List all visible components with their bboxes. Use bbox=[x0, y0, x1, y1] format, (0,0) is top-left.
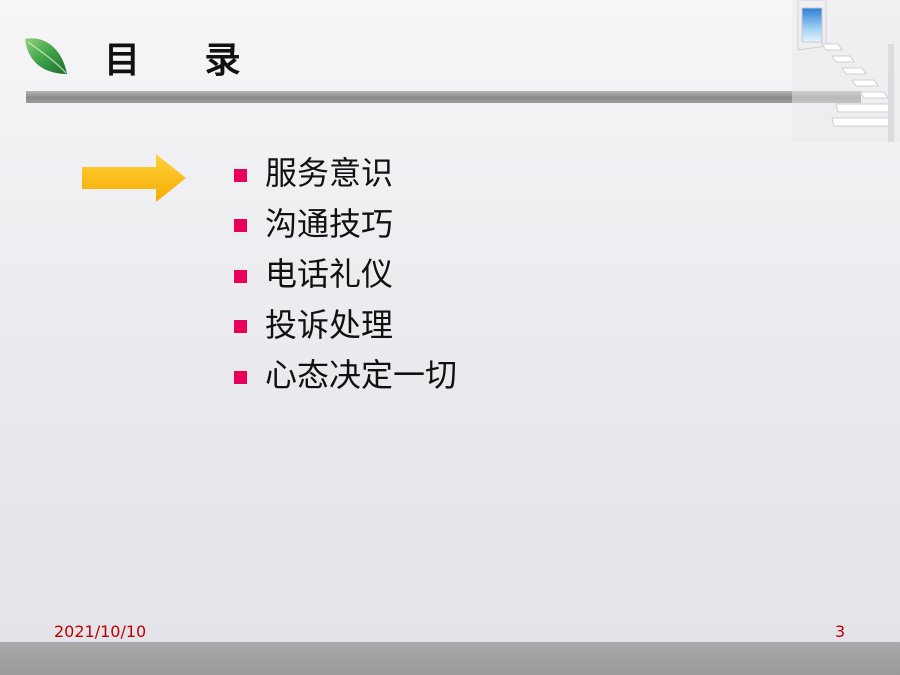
list-item: 投诉处理 bbox=[234, 300, 457, 351]
bullet-square-icon bbox=[234, 269, 247, 283]
page-number: 3 bbox=[835, 622, 846, 641]
list-item-label: 服务意识 bbox=[265, 154, 394, 193]
bullet-square-icon bbox=[234, 219, 247, 233]
bullet-square-icon bbox=[234, 370, 247, 384]
list-item: 沟通技巧 bbox=[234, 199, 457, 250]
bullet-square-icon bbox=[234, 320, 247, 334]
title-divider bbox=[26, 91, 861, 103]
stairs-decoration bbox=[792, 0, 900, 142]
list-item: 服务意识 bbox=[234, 148, 457, 199]
list-item-label: 心态决定一切 bbox=[265, 356, 458, 395]
footer-date: 2021/10/10 bbox=[54, 622, 147, 641]
leaf-icon bbox=[25, 38, 67, 74]
list-item: 心态决定一切 bbox=[234, 350, 457, 401]
arrow-icon bbox=[82, 154, 186, 202]
page-title: 目 录 bbox=[104, 40, 267, 81]
list-item-label: 沟通技巧 bbox=[265, 204, 394, 243]
list-item-label: 投诉处理 bbox=[265, 305, 394, 344]
bullet-square-icon bbox=[234, 168, 247, 182]
list-item: 电话礼仪 bbox=[234, 249, 457, 300]
outline-list: 服务意识 沟通技巧 电话礼仪 投诉处理 心态决定一切 bbox=[234, 148, 457, 401]
footer-bar bbox=[0, 642, 900, 675]
list-item-label: 电话礼仪 bbox=[265, 255, 394, 294]
